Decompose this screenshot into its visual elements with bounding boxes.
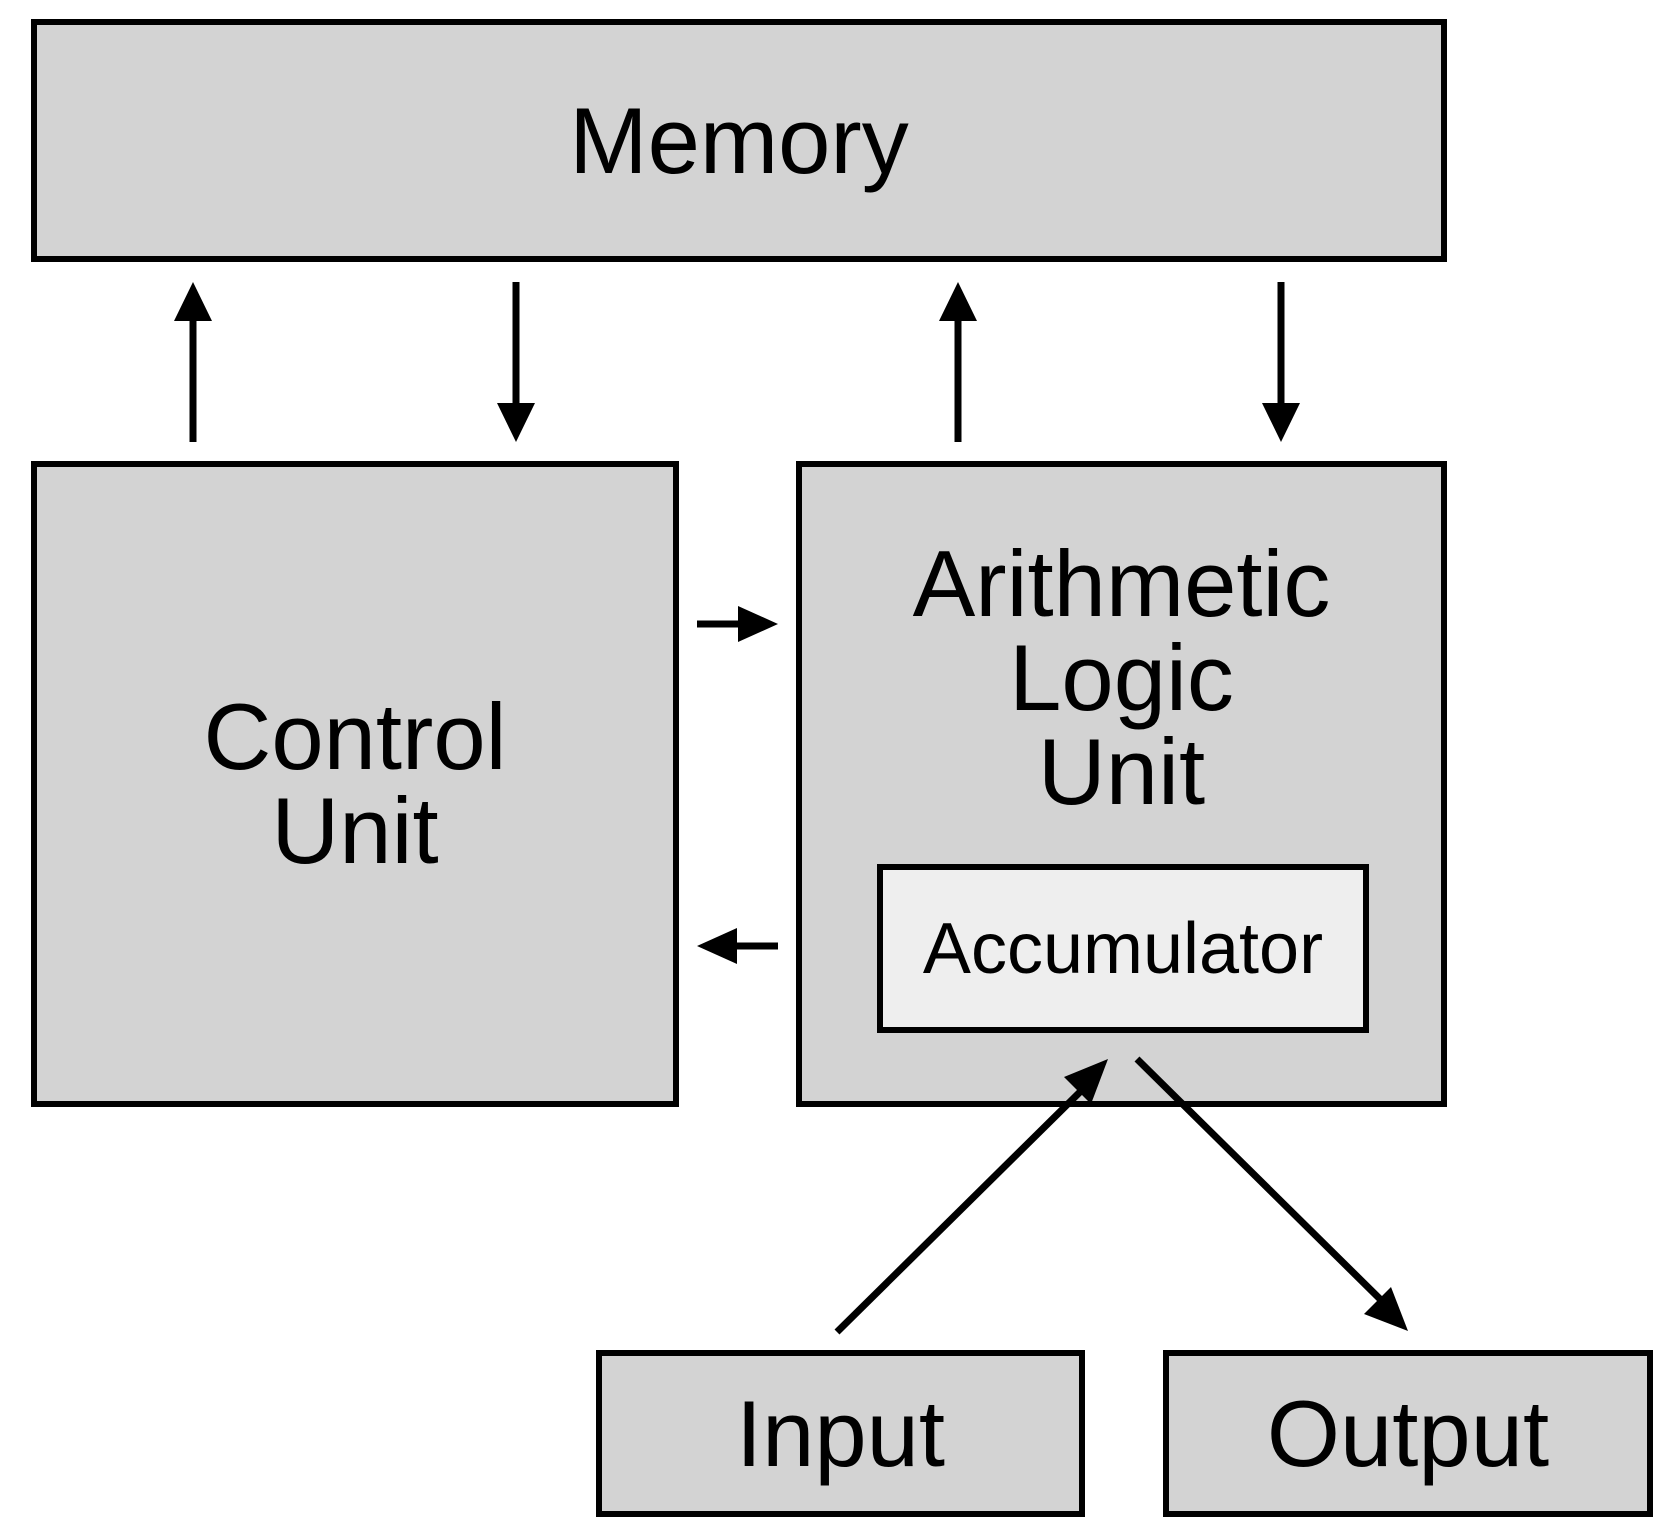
arrow-control-to-memory (174, 282, 212, 442)
alu-label: Arithmetic Logic Unit (802, 537, 1441, 819)
memory-label: Memory (569, 87, 909, 193)
memory-box: Memory (31, 19, 1447, 262)
accumulator-box: Accumulator (877, 864, 1369, 1033)
control-unit-label-line-2: Unit (271, 778, 439, 883)
alu-label-line-3: Unit (1037, 719, 1206, 824)
input-box: Input (596, 1350, 1085, 1517)
output-box: Output (1163, 1350, 1653, 1517)
alu-label-line-2: Logic (1009, 625, 1234, 730)
control-unit-label-line-1: Control (203, 684, 507, 789)
input-label: Input (735, 1380, 946, 1486)
arrow-memory-to-control (497, 282, 535, 442)
control-unit-label: Control Unit (203, 690, 506, 878)
output-label: Output (1266, 1380, 1550, 1486)
control-unit-box: Control Unit (31, 461, 679, 1107)
arrow-control-to-alu (697, 606, 778, 642)
arrow-memory-to-alu (1262, 282, 1300, 442)
alu-label-line-1: Arithmetic (912, 531, 1331, 636)
accumulator-label: Accumulator (922, 908, 1324, 989)
arrow-alu-to-control (697, 928, 778, 964)
arrow-alu-to-memory (939, 282, 977, 442)
